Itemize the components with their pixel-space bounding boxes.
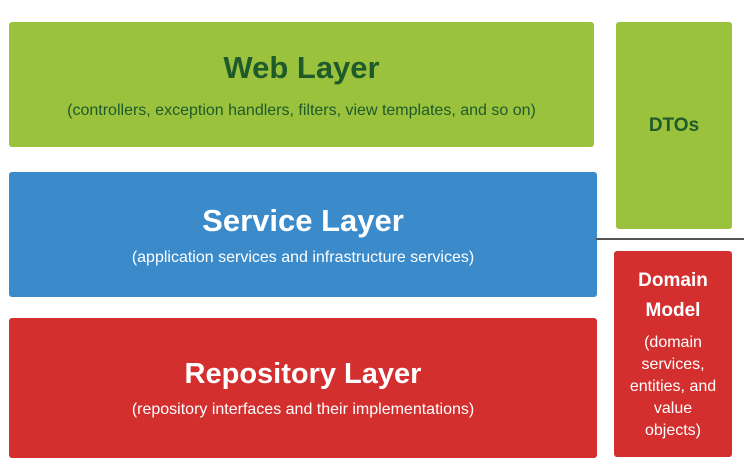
domain-model-title-line1: Domain xyxy=(638,270,708,291)
web-layer-title: Web Layer xyxy=(223,49,380,85)
dtos-title: DTOs xyxy=(648,114,700,136)
web-layer-box: Web Layer (controllers, exception handle… xyxy=(9,22,594,147)
service-layer-title: Service Layer xyxy=(202,202,404,238)
domain-model-box: Domain Model (domain services, entities,… xyxy=(614,251,732,457)
domain-model-title-line2: Model xyxy=(645,300,701,321)
divider-line xyxy=(596,238,744,240)
domain-model-subtitle: (domain services, entities, and value ob… xyxy=(629,334,717,439)
dtos-box: DTOs xyxy=(616,22,732,229)
repository-layer-title: Repository Layer xyxy=(184,357,422,390)
service-layer-box: Service Layer (application services and … xyxy=(9,172,597,297)
repository-layer-box: Repository Layer (repository interfaces … xyxy=(9,318,597,458)
repository-layer-subtitle: (repository interfaces and their impleme… xyxy=(131,400,475,418)
web-layer-subtitle: (controllers, exception handlers, filter… xyxy=(67,101,536,119)
service-layer-subtitle: (application services and infrastructure… xyxy=(131,248,475,266)
